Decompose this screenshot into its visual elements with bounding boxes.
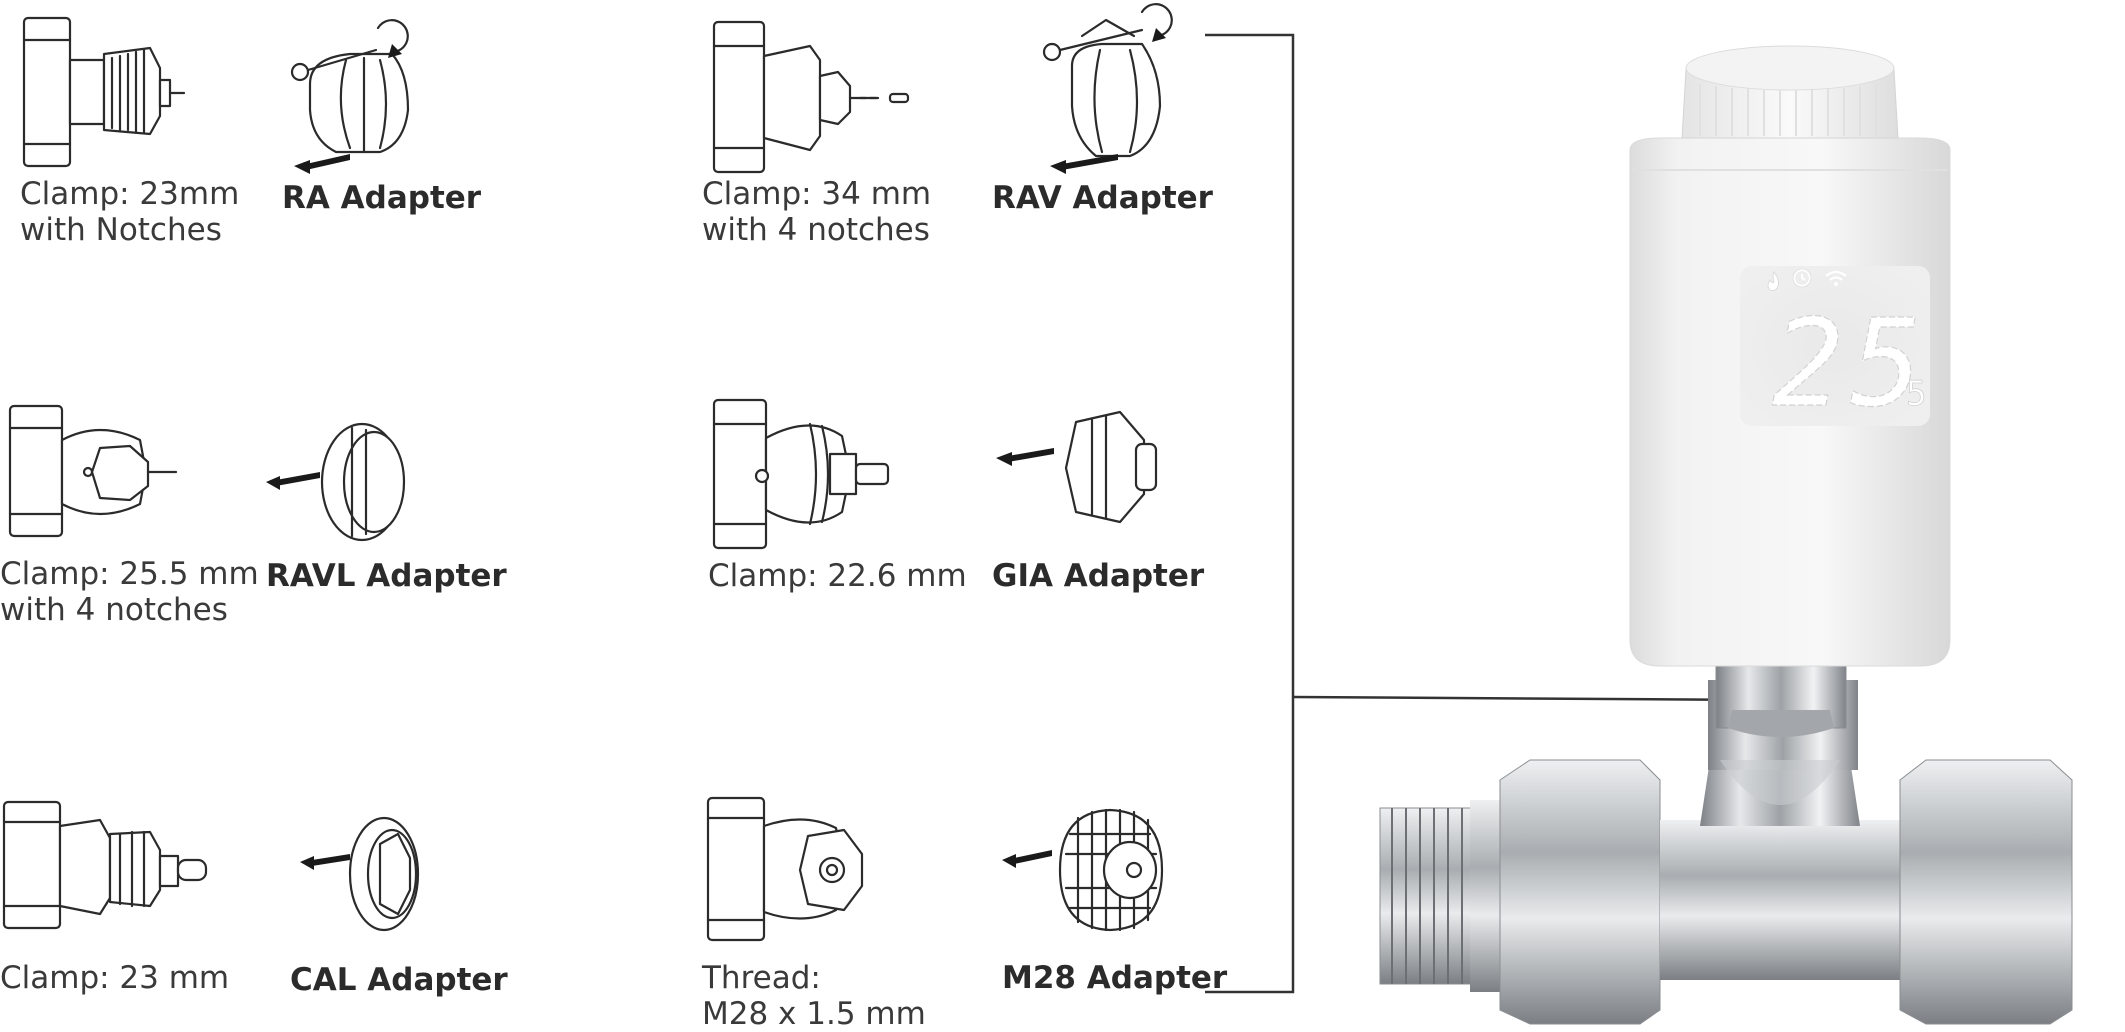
display-temperature: 25 [1772,295,1929,434]
adapter-label-m28: M28 Adapter [1002,960,1228,996]
valve-illustration-cal [2,800,208,930]
clamp-spec-line-2: with 4 notches [0,592,228,628]
clamp-spec-line-2: with Notches [20,212,222,248]
pointer-line [1292,695,1761,702]
bracket-line [1205,33,1295,994]
wifi-icon [1825,270,1847,286]
adapter-illustration-m28 [1002,808,1164,932]
valve-cell-m28: Thread: M28 x 1.5 mm M28 Adapter [700,780,1227,1032]
adapter-illustration-ravl [266,422,406,542]
valve-cell-cal: Clamp: 23 mm CAL Adapter [0,780,508,1000]
valve-cell-rav: Clamp: 34 mm with 4 notches RAV Adapter [700,0,1213,260]
valve-illustration-gia [712,398,890,550]
thermostat-knob [1681,45,1899,139]
adapter-label-ravl: RAVL Adapter [266,558,507,594]
valve-cell-ravl: Clamp: 25.5 mm with 4 notches RAVL Adapt… [0,380,507,640]
adapter-illustration-gia [996,410,1158,524]
valve-illustration-rav [712,20,910,174]
clamp-spec-line-2: with 4 notches [702,212,930,248]
clamp-spec-line-1: Thread: [702,960,821,996]
thermostat-display: 25 5 [1740,266,1930,435]
adapter-illustration-ra [290,19,410,174]
clamp-spec-line-1: Clamp: 23mm [20,176,240,212]
clock-icon [1792,268,1812,288]
adapter-illustration-cal [300,816,420,932]
display-decimal: 5 [1906,374,1926,414]
clamp-spec-line-1: Clamp: 22.6 mm [708,558,967,594]
valve-cell-gia: Clamp: 22.6 mm GIA Adapter [700,380,1204,640]
valve-body [1379,680,2073,1025]
flame-icon [1767,271,1779,291]
adapter-illustration-rav [1042,3,1173,174]
clamp-spec-line-1: Clamp: 23 mm [0,960,230,996]
adapter-label-cal: CAL Adapter [290,962,508,998]
thermostat-illustration: 25 5 [1379,45,2073,1025]
clamp-spec-line-1: Clamp: 25.5 mm [0,556,259,592]
valve-illustration-m28 [706,796,864,942]
valve-illustration-ravl [8,404,178,538]
adapter-label-gia: GIA Adapter [992,558,1205,594]
adapter-label-ra: RA Adapter [282,180,482,216]
adapter-label-rav: RAV Adapter [992,180,1213,216]
clamp-spec-line-2: M28 x 1.5 mm [702,996,926,1032]
valve-illustration-ra [22,16,186,168]
clamp-spec-line-1: Clamp: 34 mm [702,176,932,212]
valve-cell-ra: Clamp: 23mm with Notches RA Adapter [0,0,481,260]
